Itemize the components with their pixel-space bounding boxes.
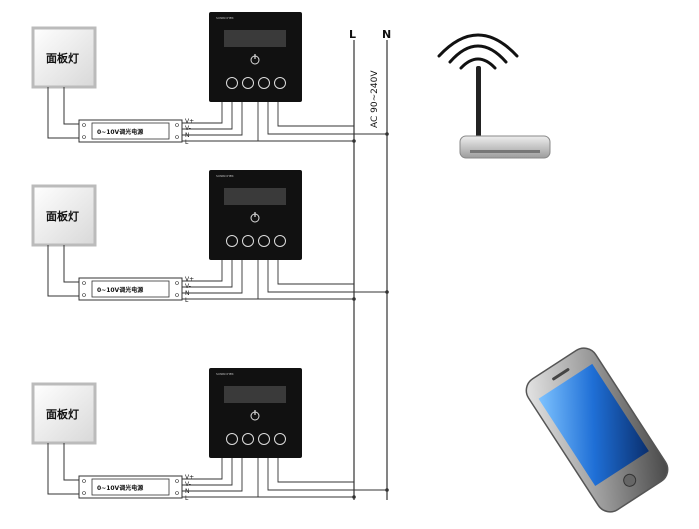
scene-2-icon [242,235,254,247]
panel-l-to-bus [277,259,354,285]
unit-2: 面板灯 0~10V调光电源 V+ V- N L SUNRICHER [31,170,389,304]
wire-vminus [182,457,233,486]
terminal-vplus: V+ [185,276,194,283]
terminal-l: L [185,297,189,304]
dimming-driver: 0~10V调光电源 [78,277,183,301]
unit-1: 面板灯 0~10V调光电源 V+ V- N L SUNRICHER [31,12,389,146]
svg-text:SUNRICHER: SUNRICHER [216,372,234,376]
wire-vplus [182,259,223,282]
wire-n [182,457,243,492]
panel-wire-b [63,443,79,481]
wire-n [182,259,243,294]
panel-n-to-bus [267,457,387,491]
panel-light [31,184,97,247]
terminal-l: L [185,139,189,146]
svg-text:SUNRICHER: SUNRICHER [216,174,234,178]
terminal-vminus: V- [185,481,191,488]
scene-4-icon [274,433,286,445]
panel-n-to-bus [267,259,387,293]
driver-label: 0~10V调光电源 [97,484,143,492]
terminal-n: N [185,290,190,297]
wifi-router-icon [437,33,551,159]
wire-vplus [182,457,223,480]
panel-light-label: 面板灯 [46,407,79,421]
unit-3: 面板灯 0~10V调光电源 V+ V- N L SUNRICHER [31,368,389,502]
panel-wire-a [47,87,79,139]
scene-1-icon [226,235,238,247]
scene-3-icon [258,235,270,247]
terminal-n: N [185,132,190,139]
scene-3-icon [258,433,270,445]
junction-dot [352,139,356,143]
svg-text:SUNRICHER: SUNRICHER [216,16,234,20]
scene-2-icon [242,433,254,445]
neutral-bus-label: N [382,28,391,41]
dimmer-wall-panel: SUNRICHER [209,170,302,260]
junction-dot [385,132,389,136]
scene-2-icon [242,77,254,89]
panel-wire-b [63,87,79,125]
terminal-vplus: V+ [185,474,194,481]
terminal-n: N [185,488,190,495]
supply-voltage-label: AC 90~240V [370,70,380,128]
junction-dot [385,290,389,294]
wifi-signal-arc [459,57,497,70]
live-bus-label: L [349,28,356,41]
scene-4-icon [274,77,286,89]
dimming-driver: 0~10V调光电源 [78,119,183,143]
power-icon [250,54,260,65]
panel-wire-a [47,443,79,495]
home-button [623,473,637,487]
panel-l-to-bus [277,101,354,127]
terminal-vminus: V- [185,283,191,290]
power-icon [250,410,260,421]
driver-label: 0~10V调光电源 [97,286,143,294]
power-bus: L N AC 90~240V [349,28,391,500]
panel-light-label: 面板灯 [46,51,79,65]
wire-n [182,101,243,136]
panel-light [31,26,97,89]
wifi-signal-arc [448,44,508,64]
terminal-vplus: V+ [185,118,194,125]
dimmer-wall-panel: SUNRICHER [209,368,302,458]
junction-dot [352,495,356,499]
panel-l-to-bus [277,457,354,483]
panel-light-label: 面板灯 [46,209,79,223]
dimming-driver: 0~10V调光电源 [78,475,183,499]
phone-screen [538,363,649,487]
wire-vplus [182,101,223,124]
wire-vminus [182,101,233,130]
terminal-vminus: V- [185,125,191,132]
power-icon [250,212,260,223]
router-antenna [476,66,481,138]
panel-n-to-bus [267,101,387,135]
terminal-l: L [185,495,189,502]
panel-wire-b [63,245,79,283]
scene-3-icon [258,77,270,89]
wifi-signal-arc [437,33,519,58]
router-body [459,135,551,159]
dimmer-wall-panel: SUNRICHER [209,12,302,102]
scene-1-icon [226,433,238,445]
junction-dot [352,297,356,301]
panel-wire-a [47,245,79,297]
scene-1-icon [226,77,238,89]
wire-vminus [182,259,233,288]
junction-dot [385,488,389,492]
scene-4-icon [274,235,286,247]
smartphone-icon [525,347,669,513]
panel-light [31,382,97,445]
driver-label: 0~10V调光电源 [97,128,143,136]
